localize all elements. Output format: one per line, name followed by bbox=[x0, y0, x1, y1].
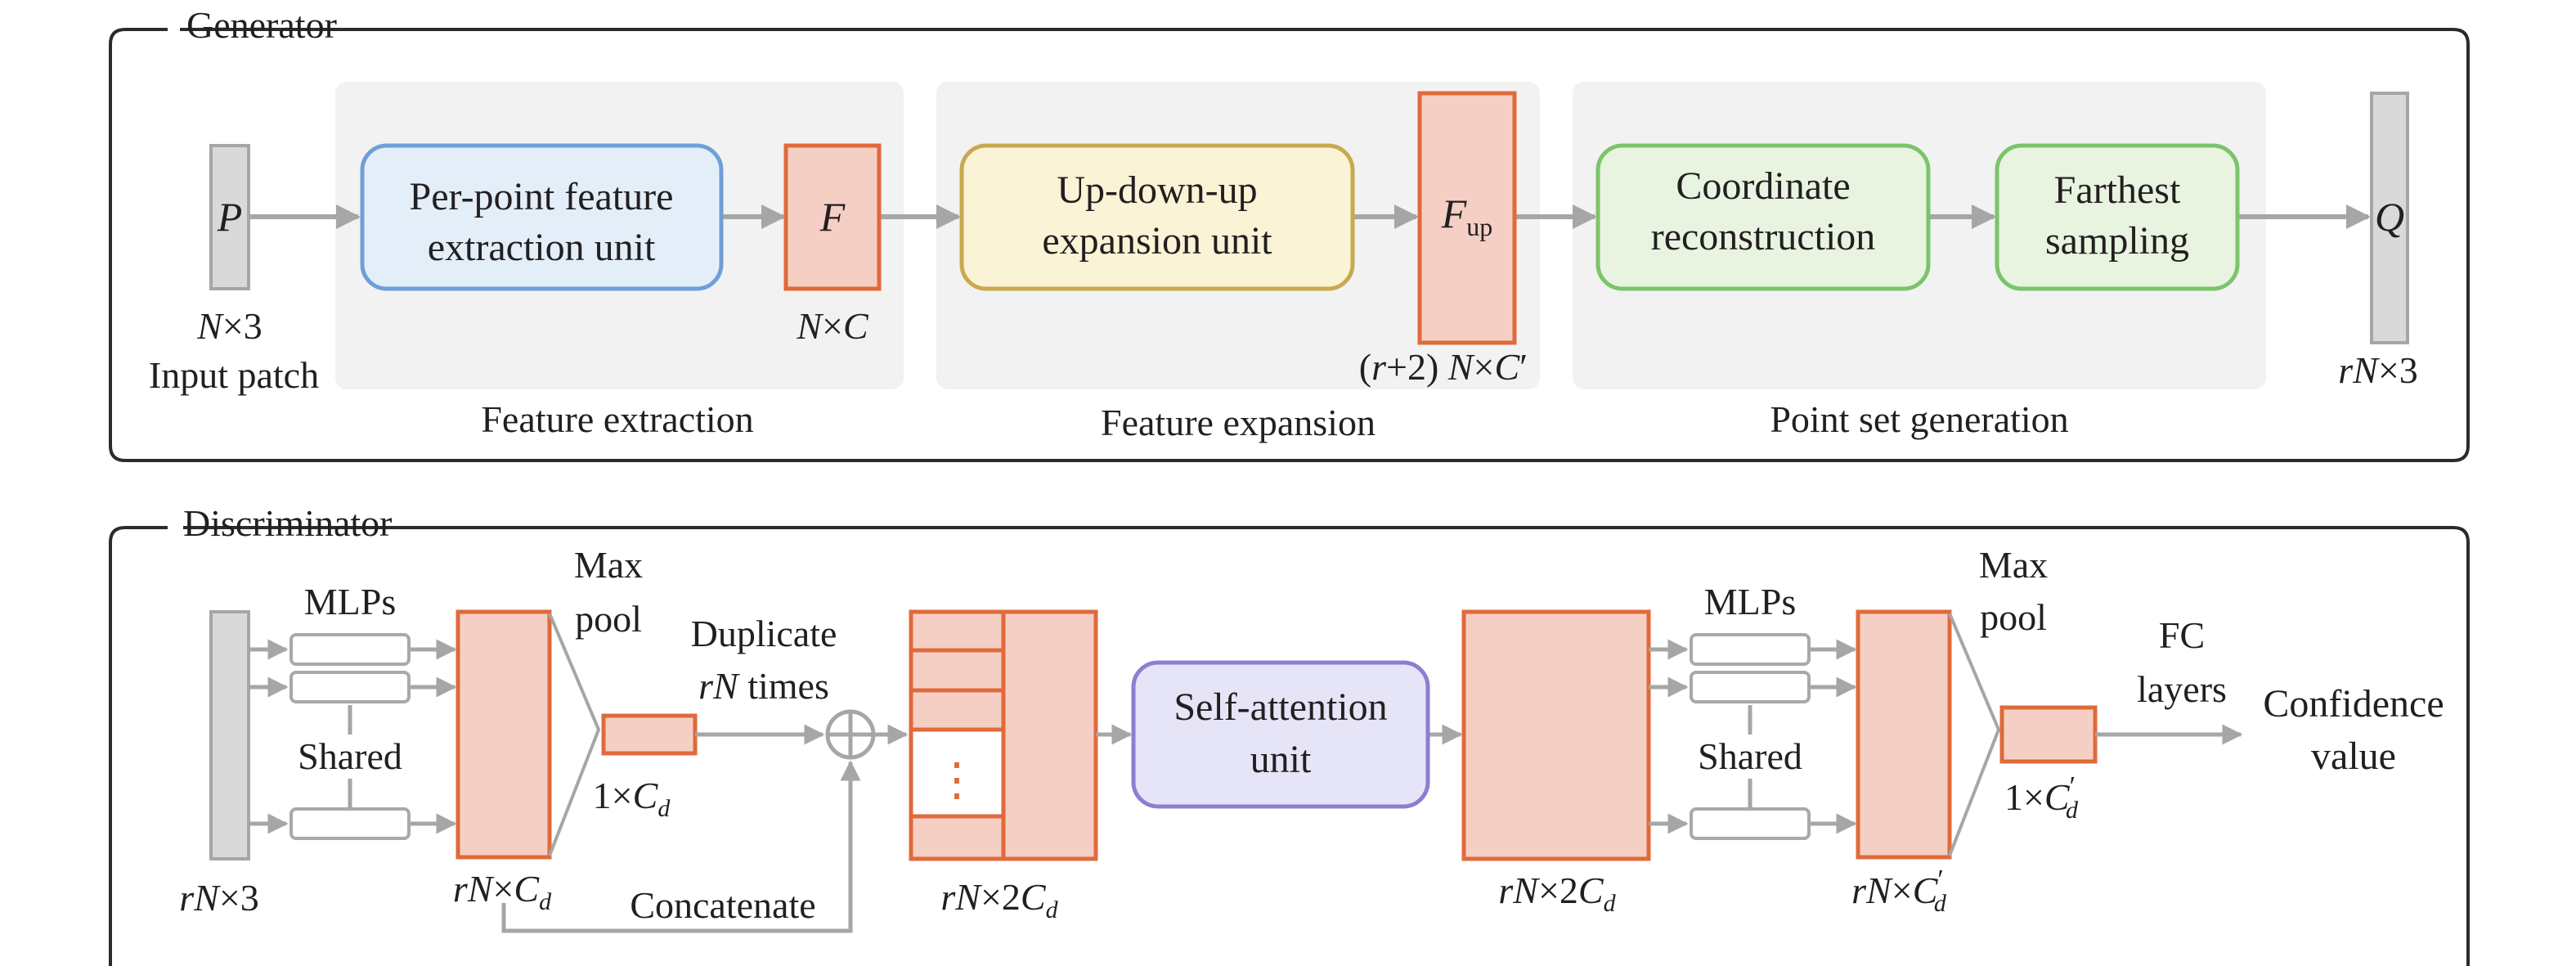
discriminator-panel: Discriminator rN×3 MLPs Shared rN×Cd Max… bbox=[109, 502, 2470, 966]
disc-pooled-2 bbox=[1999, 705, 2098, 764]
feature-extraction-unit bbox=[360, 143, 724, 291]
generator-frame bbox=[109, 28, 2470, 462]
maxpool-2-funnel bbox=[1948, 613, 2001, 856]
disc-feature-map-1-dim: rN×Cd bbox=[453, 868, 552, 915]
farthest-sampling-unit bbox=[1995, 143, 2240, 291]
mlp-2-row-1 bbox=[1690, 633, 1811, 666]
shared-label-1: Shared bbox=[298, 735, 402, 777]
feature-F-block bbox=[783, 143, 882, 291]
feature-F-dim: N×C bbox=[796, 305, 869, 347]
generator-title: Generator bbox=[186, 4, 337, 46]
output-Q-symbol: Q bbox=[2375, 194, 2404, 240]
stage-caption-point-set-generation: Point set generation bbox=[1770, 398, 2068, 440]
disc-pooled-2-dim: 1×C′d bbox=[2004, 771, 2079, 824]
self-attention-unit bbox=[1131, 660, 1430, 809]
feature-Fup-block bbox=[1417, 91, 1517, 345]
coordinate-reconstruction-unit bbox=[1595, 143, 1931, 291]
disc-feature-map-1 bbox=[456, 609, 552, 860]
disc-feature-map-2-dim: rN×C′d bbox=[1851, 865, 1947, 917]
concat-ellipsis: ⋮ bbox=[934, 755, 980, 806]
mlp-1-row-2 bbox=[289, 671, 411, 703]
disc-arrows-1 bbox=[501, 724, 909, 933]
maxpool-1-funnel bbox=[548, 613, 601, 856]
feature-Fup-symbol: Fup bbox=[1441, 191, 1493, 241]
disc-attention-output-dim: rN×2Cd bbox=[1498, 869, 1616, 917]
output-Q-dim: rN×3 bbox=[2338, 349, 2418, 391]
mlp-1-row-1 bbox=[289, 633, 411, 666]
input-patch-dim: N×3 bbox=[196, 305, 263, 347]
feature-F-symbol: F bbox=[819, 194, 846, 240]
disc-input-dim: rN×3 bbox=[179, 877, 259, 919]
mlp-group-1 bbox=[249, 639, 457, 834]
input-patch-symbol: P bbox=[217, 194, 243, 240]
disc-input-block bbox=[209, 610, 250, 860]
mlps-label-2: MLPs bbox=[1704, 581, 1796, 622]
generator-panel: Generator P N×3 Input patch Per-point fe… bbox=[109, 4, 2470, 462]
mlp-1-row-3 bbox=[289, 807, 411, 840]
disc-pooled-1 bbox=[601, 713, 698, 756]
mlp-2-row-2 bbox=[1690, 671, 1811, 703]
shared-label-2: Shared bbox=[1698, 735, 1802, 777]
mlps-label-1: MLPs bbox=[304, 581, 396, 622]
mlp-group-2 bbox=[1649, 639, 1857, 834]
concat-plus-icon bbox=[825, 709, 876, 760]
mlp-2-row-3 bbox=[1690, 807, 1811, 840]
output-Q-block bbox=[2370, 92, 2409, 344]
concatenate-label: Concatenate bbox=[630, 884, 815, 926]
discriminator-frame bbox=[109, 526, 2470, 966]
feature-Fup-dim: (r+2) N×C′ bbox=[1359, 346, 1528, 388]
input-patch-block bbox=[209, 144, 250, 290]
disc-pooled-1-dim: 1×Cd bbox=[593, 775, 671, 822]
stage-caption-feature-expansion: Feature expansion bbox=[1101, 402, 1376, 443]
disc-concat-block bbox=[909, 609, 1098, 861]
stage-caption-feature-extraction: Feature extraction bbox=[481, 398, 753, 440]
input-patch-caption: Input patch bbox=[149, 354, 319, 396]
updown-expansion-unit bbox=[959, 143, 1355, 291]
disc-feature-map-2 bbox=[1856, 609, 1952, 860]
disc-attention-output bbox=[1461, 609, 1651, 861]
disc-concat-dim: rN×2Cd bbox=[940, 876, 1058, 923]
discriminator-title: Discriminator bbox=[183, 502, 393, 544]
